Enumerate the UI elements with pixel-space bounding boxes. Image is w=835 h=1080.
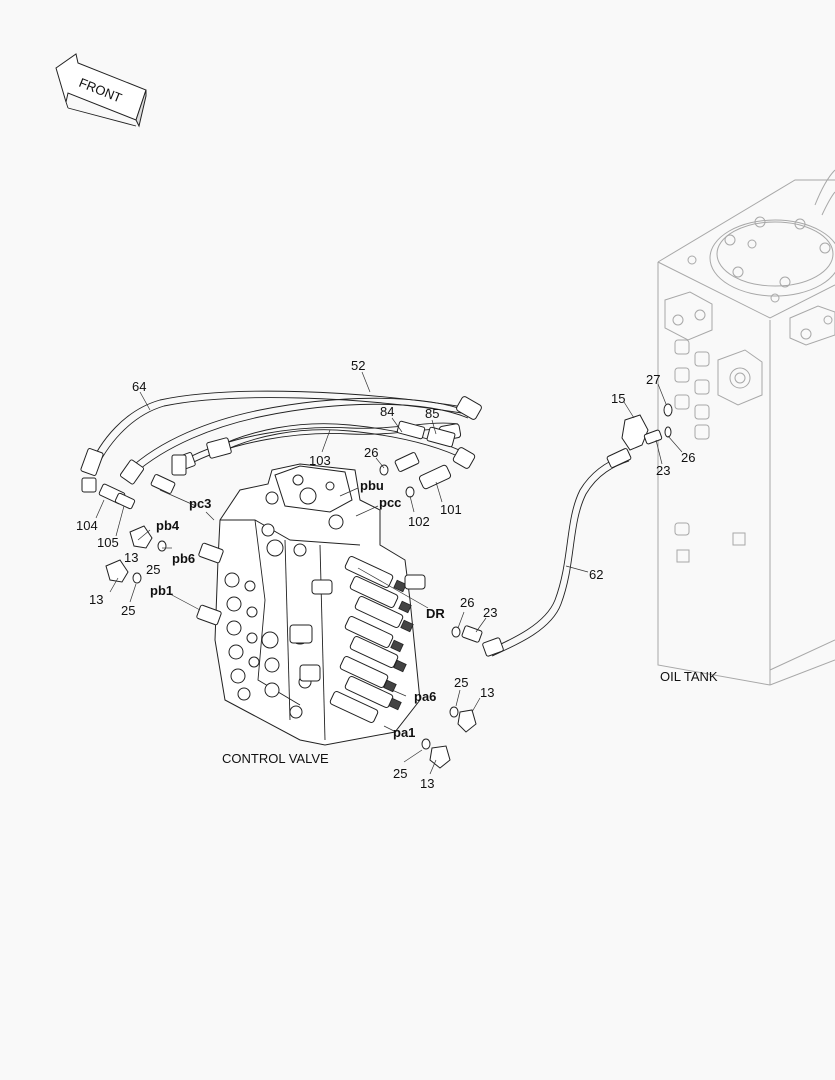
part-105: 105 <box>97 535 119 550</box>
part-13-c: 13 <box>480 685 494 700</box>
part-23-a: 23 <box>656 463 670 478</box>
part-26-b: 26 <box>681 450 695 465</box>
port-pb6: pb6 <box>172 551 195 566</box>
part-52: 52 <box>351 358 365 373</box>
port-labels: pc3 pbu pcc pb4 pb6 pb1 DR pa6 pa1 <box>150 478 445 740</box>
part-27: 27 <box>646 372 660 387</box>
part-25-d: 25 <box>393 766 407 781</box>
part-13-d: 13 <box>420 776 434 791</box>
part-26-c: 26 <box>460 595 474 610</box>
port-pb4: pb4 <box>156 518 180 533</box>
port-pcc: pcc <box>379 495 401 510</box>
part-labels: 64 52 84 85 103 26 101 102 104 105 13 25… <box>76 358 695 791</box>
port-pc3: pc3 <box>189 496 211 511</box>
drain-hose <box>451 403 673 657</box>
port-pa1: pa1 <box>393 725 415 740</box>
front-arrow-icon: FRONT <box>55 53 147 128</box>
part-25-c: 25 <box>454 675 468 690</box>
part-103: 103 <box>309 453 331 468</box>
control-valve-drawing <box>196 463 426 746</box>
port-dr: DR <box>426 606 445 621</box>
part-102: 102 <box>408 514 430 529</box>
pilot-hoses <box>80 390 482 510</box>
oil-tank-title: OIL TANK <box>660 669 718 684</box>
port-pbu: pbu <box>360 478 384 493</box>
part-25-a: 25 <box>146 562 160 577</box>
part-15: 15 <box>611 391 625 406</box>
pilot-fittings <box>105 525 477 769</box>
part-26-a: 26 <box>364 445 378 460</box>
part-13-a: 13 <box>124 550 138 565</box>
part-62: 62 <box>589 567 603 582</box>
spool-stack <box>289 555 426 724</box>
part-23-b: 23 <box>483 605 497 620</box>
part-25-b: 25 <box>121 603 135 618</box>
leader-lines <box>95 371 683 775</box>
part-104: 104 <box>76 518 98 533</box>
port-pa6: pa6 <box>414 689 436 704</box>
control-valve-title: CONTROL VALVE <box>222 751 329 766</box>
part-84: 84 <box>380 404 394 419</box>
port-pb1: pb1 <box>150 583 173 598</box>
oil-tank-drawing <box>657 169 835 686</box>
part-64: 64 <box>132 379 146 394</box>
part-85: 85 <box>425 406 439 421</box>
part-101: 101 <box>440 502 462 517</box>
part-13-b: 13 <box>89 592 103 607</box>
